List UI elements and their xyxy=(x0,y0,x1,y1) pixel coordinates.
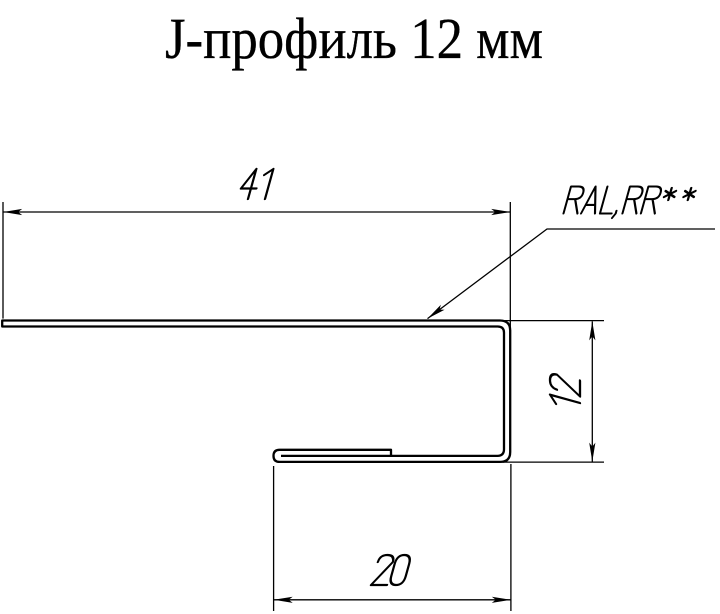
svg-text:J-профиль 12 мм: J-профиль 12 мм xyxy=(165,6,543,71)
